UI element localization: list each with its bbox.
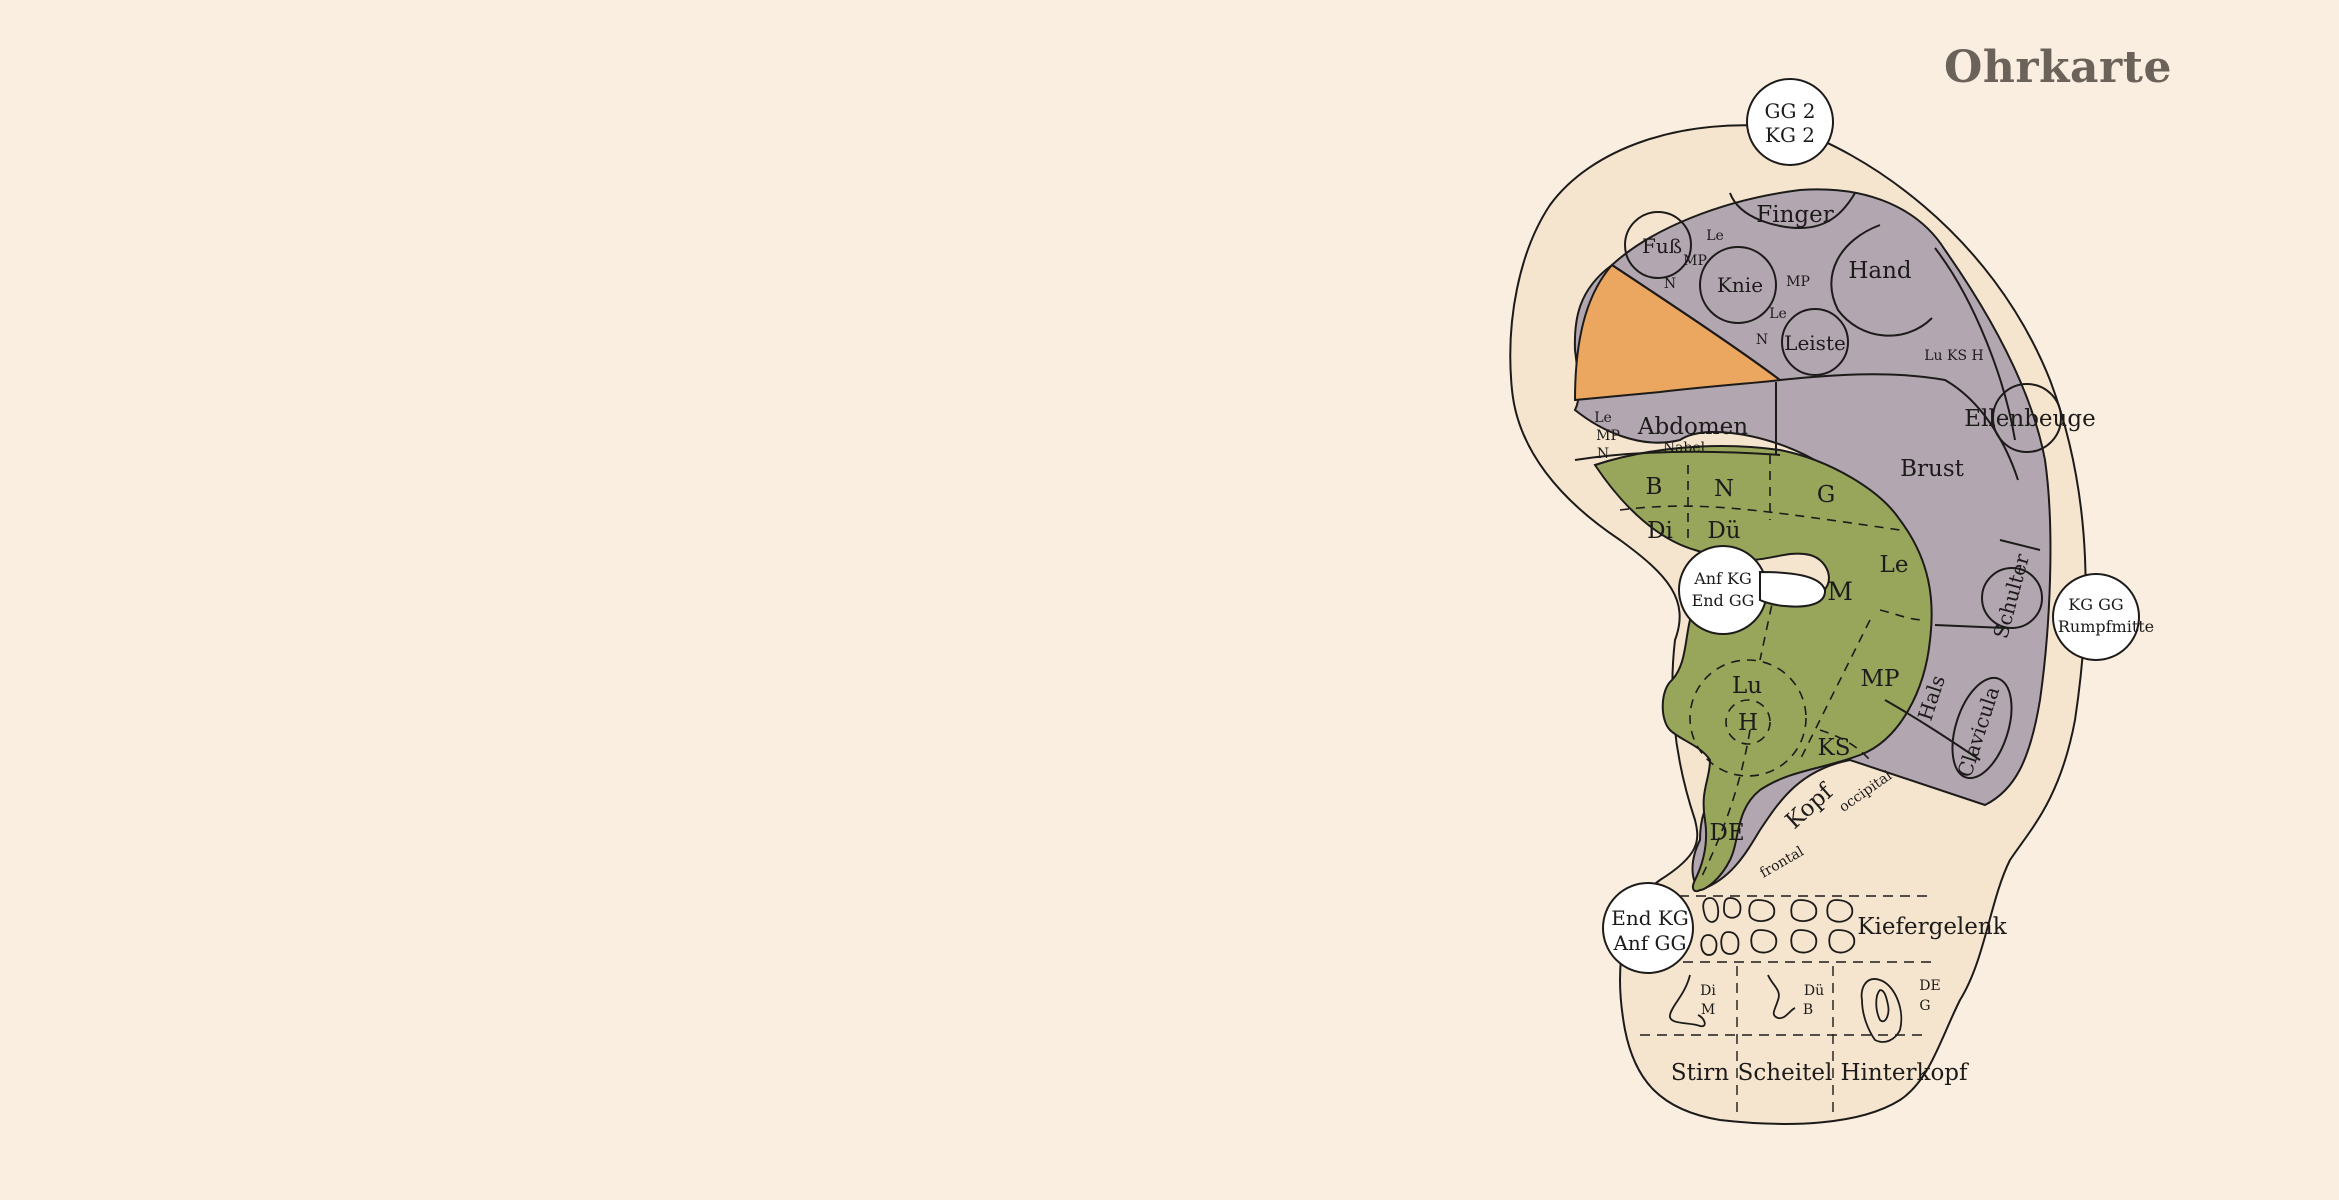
label-di: Di bbox=[1647, 518, 1673, 544]
top-circle-line1: GG 2 bbox=[1764, 99, 1815, 123]
label-de: DE bbox=[1709, 820, 1744, 846]
top-circle bbox=[1746, 78, 1834, 166]
ear-icon bbox=[1860, 978, 1903, 1043]
fuss-circle bbox=[1624, 211, 1692, 279]
label-hinterkopf: Hinterkopf bbox=[1840, 1060, 1969, 1086]
label-brust: Brust bbox=[1900, 456, 1965, 482]
tooth-icon bbox=[1828, 929, 1856, 954]
tooth-icon bbox=[1790, 899, 1818, 922]
tooth-icon bbox=[1700, 934, 1718, 956]
teeth-icon bbox=[1700, 897, 1856, 956]
label-leiste: Leiste bbox=[1784, 331, 1846, 355]
label-scheitel: Scheitel bbox=[1738, 1060, 1833, 1086]
tooth-icon bbox=[1723, 897, 1742, 919]
clavicula-ellipse bbox=[1951, 676, 2013, 780]
label-lobe-de: DE bbox=[1919, 978, 1940, 994]
label-fuss: Fuß bbox=[1642, 234, 1682, 258]
label-finger: Finger bbox=[1756, 202, 1833, 228]
label-nabel: Nabel bbox=[1663, 440, 1706, 456]
label-ellenbeuge: Ellenbeuge bbox=[1964, 406, 2095, 432]
tooth-icon bbox=[1790, 929, 1818, 954]
lower-circle-line1: End KG bbox=[1611, 906, 1689, 930]
label-g: G bbox=[1817, 482, 1835, 508]
label-h: H bbox=[1738, 710, 1758, 736]
dashed-line bbox=[1879, 609, 1926, 621]
label-lu-ks-h: Lu KS H bbox=[1924, 348, 1983, 364]
tooth-icon bbox=[1748, 899, 1776, 922]
page-title: Ohrkarte bbox=[1944, 42, 2172, 93]
label-du: Dü bbox=[1707, 518, 1740, 544]
rumpfmitte-circle bbox=[2052, 573, 2140, 661]
green-zone bbox=[1593, 444, 1933, 893]
right-circle-line1: KG GG bbox=[2068, 595, 2123, 614]
label-ks: KS bbox=[1818, 735, 1851, 761]
tooth-icon bbox=[1826, 899, 1854, 923]
ellenbeuge-circle bbox=[1992, 383, 2062, 453]
label-le-green: Le bbox=[1880, 552, 1909, 578]
lung-dashed-circle bbox=[1689, 659, 1807, 777]
label-stirn: Stirn bbox=[1671, 1060, 1729, 1086]
label-mp-top: MP bbox=[1683, 253, 1707, 269]
label-lobe-du: Dü bbox=[1804, 983, 1824, 999]
tooth-icon bbox=[1750, 929, 1778, 954]
label-le-mid: Le bbox=[1769, 306, 1787, 322]
label-knie: Knie bbox=[1717, 273, 1763, 297]
label-mp-mid: MP bbox=[1786, 274, 1810, 290]
divider-line bbox=[1884, 699, 1981, 761]
label-lobe-b: B bbox=[1803, 1002, 1813, 1018]
divider-line bbox=[1611, 264, 2019, 481]
middle-circle-line2: End GG bbox=[1692, 591, 1755, 610]
middle-circle-line1: Anf KG bbox=[1693, 569, 1752, 588]
label-kiefergelenk: Kiefergelenk bbox=[1857, 914, 2007, 940]
notch-shape bbox=[1759, 570, 1827, 608]
label-lobe-m: M bbox=[1701, 1002, 1715, 1018]
top-circle-line2: KG 2 bbox=[1765, 123, 1815, 147]
leiste-circle bbox=[1781, 308, 1849, 376]
divider-line bbox=[1934, 247, 2016, 441]
label-lobe-g: G bbox=[1919, 998, 1930, 1014]
hand-arc bbox=[1830, 224, 1933, 337]
label-le-top: Le bbox=[1706, 228, 1724, 244]
label-n-top: N bbox=[1664, 276, 1676, 292]
label-mp-abd: MP bbox=[1596, 428, 1620, 444]
divider-line bbox=[1934, 624, 2006, 629]
nostril-icon bbox=[1767, 974, 1796, 1020]
right-circle-line2: Rumpfmitte bbox=[2058, 617, 2154, 636]
label-n-abd: N bbox=[1597, 446, 1609, 462]
label-lobe-di: Di bbox=[1700, 983, 1716, 999]
tooth-icon bbox=[1720, 931, 1740, 955]
dashed-line bbox=[1819, 729, 1871, 761]
label-m: M bbox=[1827, 577, 1853, 606]
lower-circle-line2: Anf GG bbox=[1612, 931, 1686, 955]
label-mp-green: MP bbox=[1860, 666, 1899, 692]
knie-circle bbox=[1699, 246, 1777, 324]
middle-circle bbox=[1678, 545, 1768, 635]
dashed-line bbox=[1759, 589, 1776, 661]
lower-circle bbox=[1602, 882, 1694, 974]
dashed-line bbox=[1619, 505, 1901, 531]
finger-arc bbox=[1729, 192, 1856, 230]
label-abdomen: Abdomen bbox=[1637, 414, 1748, 440]
divider-line bbox=[1999, 539, 2041, 551]
label-hand: Hand bbox=[1848, 258, 1912, 284]
heart-dashed-circle bbox=[1725, 699, 1771, 745]
label-n-mid: N bbox=[1756, 332, 1768, 348]
divider-line bbox=[1574, 450, 1781, 461]
label-b: B bbox=[1646, 474, 1663, 500]
schulter-circle bbox=[1981, 567, 2043, 629]
dashed-line bbox=[1799, 619, 1871, 761]
tooth-icon bbox=[1702, 897, 1720, 923]
label-le-abd: Le bbox=[1594, 410, 1612, 426]
dashed-line bbox=[1699, 729, 1751, 881]
nose-icon bbox=[1669, 974, 1706, 1028]
label-n: N bbox=[1714, 476, 1734, 502]
label-lu: Lu bbox=[1732, 673, 1762, 699]
